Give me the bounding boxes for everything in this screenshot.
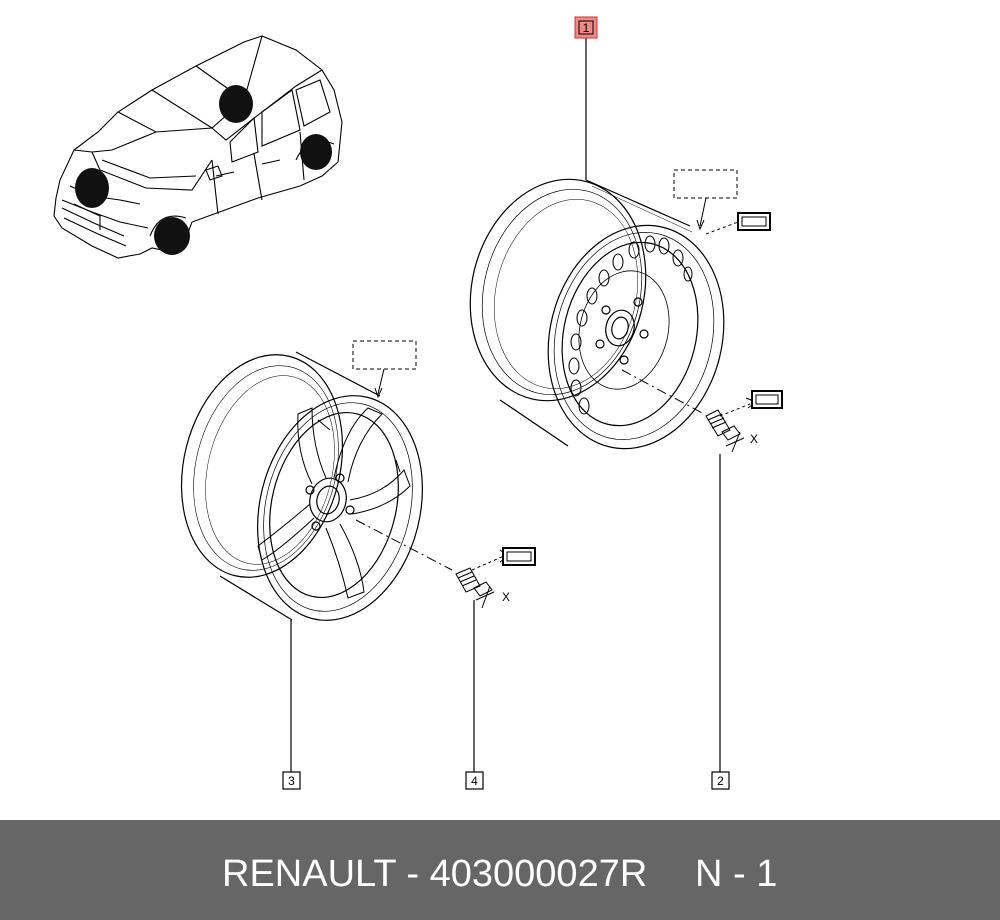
alloy-wheel-dashed-label-box bbox=[352, 340, 417, 370]
car-wheel-markers bbox=[75, 85, 332, 255]
steel-wheel-spec-tag bbox=[737, 212, 771, 231]
alloy-wheel bbox=[180, 351, 423, 621]
bolt-4-spec-tag bbox=[502, 547, 536, 566]
steel-wheel bbox=[469, 178, 725, 450]
rear-left-wheel-marker bbox=[154, 217, 190, 255]
svg-text:2: 2 bbox=[717, 774, 724, 788]
svg-text:3: 3 bbox=[288, 774, 295, 788]
svg-text:4: 4 bbox=[471, 774, 478, 788]
footer-page-indicator: N - 1 bbox=[695, 853, 778, 895]
footer-part-number: RENAULT - 403000027R bbox=[222, 853, 648, 895]
callout-3[interactable]: 3 bbox=[282, 771, 301, 790]
footer-bar: RENAULT - 403000027R N - 1 bbox=[0, 820, 1000, 920]
front-left-wheel-marker bbox=[75, 168, 109, 208]
callout-leader-lines bbox=[290, 38, 721, 772]
bolt-4-dimension-label: X bbox=[502, 590, 510, 604]
car-illustration bbox=[53, 35, 343, 259]
bolt-2-spec-tag bbox=[751, 390, 783, 409]
callout-1[interactable]: 1 bbox=[574, 16, 598, 39]
steel-wheel-vent-holes bbox=[568, 235, 693, 415]
wheel-parts-diagram: X X 1 bbox=[53, 16, 783, 790]
callout-2[interactable]: 2 bbox=[711, 771, 730, 790]
front-right-wheel-marker bbox=[219, 85, 253, 123]
callout-4[interactable]: 4 bbox=[465, 771, 484, 790]
svg-text:1: 1 bbox=[583, 21, 590, 35]
steel-wheel-dashed-label-box bbox=[673, 169, 738, 199]
bolt-2-dimension-label: X bbox=[750, 432, 758, 446]
bolt-item-2 bbox=[621, 369, 758, 453]
rear-right-wheel-marker bbox=[300, 134, 332, 170]
bolt-item-4 bbox=[355, 519, 509, 609]
alloy-wheel-spokes bbox=[257, 407, 411, 599]
